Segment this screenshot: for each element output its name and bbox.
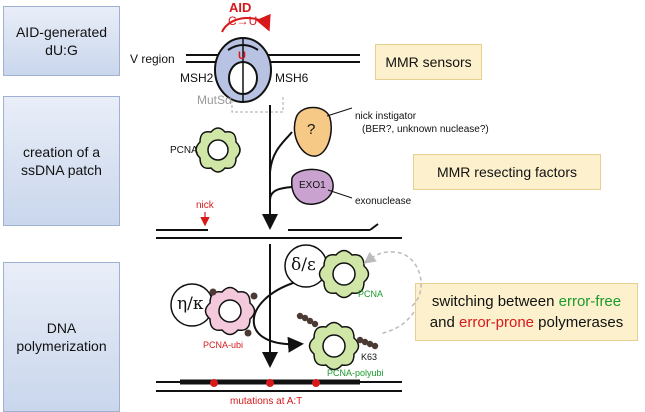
v-region-dna [186, 54, 360, 63]
aid-arrow [221, 13, 271, 33]
pcna-green-label: PCNA [358, 289, 384, 299]
aid-label: AID [229, 0, 252, 15]
mutsa-connector [231, 96, 284, 113]
pcna-polyubi-ring [296, 312, 379, 371]
exo-branch [269, 186, 293, 201]
switching-line-2: and error-prone polymerases [430, 312, 623, 333]
instigator-branch [269, 131, 293, 173]
mutsa-clamp [214, 37, 272, 103]
switching-text-and: and [429, 314, 459, 331]
switch-arrow-lower [379, 311, 415, 335]
nicked-dna [156, 212, 402, 239]
pcna-ubi-ring [204, 286, 258, 337]
error-free-text: error-free [558, 293, 622, 310]
stage-ssdna-patch: creation of a ssDNA patch [3, 96, 120, 226]
pcna-ring-1 [195, 127, 241, 173]
mutation-marker [312, 379, 320, 387]
eta-kappa-label: η/κ [177, 294, 204, 314]
mutsa-label: MutSα [197, 93, 232, 107]
mutation-marker [210, 379, 218, 387]
mutated-dna [156, 379, 402, 392]
switch-arrow-upper [363, 251, 422, 307]
question-mark: ? [307, 121, 316, 138]
stage-dna-polymerization: DNA polymerization [3, 262, 120, 412]
mmr-resecting-box: MMR resecting factors [413, 154, 601, 190]
mutations-label: mutations at A:T [230, 396, 303, 407]
switching-line-1: switching between error-free [432, 291, 621, 312]
pcna-polyubi-label: PCNA-polyubi [327, 368, 384, 378]
exonuclease-label: exonuclease [355, 196, 412, 207]
pcna-ring-2 [318, 249, 370, 299]
exo1-label: EXO1 [299, 180, 326, 191]
msh6-label: MSH6 [275, 71, 309, 85]
v-region-label: V region [130, 52, 175, 66]
error-prone-text: error-prone [458, 314, 535, 331]
nick-instigator-detail: (BER?, unknown nuclease?) [362, 124, 489, 135]
pcna-ubi-label: PCNA-ubi [203, 340, 244, 350]
exo1-blob [291, 168, 353, 205]
delta-epsilon-label: δ/ε [291, 255, 316, 275]
nick-label: nick [196, 200, 214, 211]
polymerases-text: polymerases [534, 314, 624, 331]
uracil-label: U [238, 50, 246, 62]
switch-curve-arrow [252, 281, 304, 353]
pcna-label: PCNA [170, 145, 198, 156]
nick-instigator-label: nick instigator [355, 111, 417, 122]
switching-box: switching between error-free and error-p… [415, 283, 638, 341]
stage-aid-generated: AID-generated dU:G [3, 6, 120, 76]
nick-instigator-blob [293, 106, 353, 157]
msh2-label: MSH2 [180, 71, 214, 85]
k63-label: K63 [361, 352, 378, 362]
switching-text: switching between [431, 293, 559, 310]
mmr-sensors-box: MMR sensors [375, 44, 482, 80]
aid-reaction-label: C→U [228, 14, 258, 28]
mutation-marker [266, 379, 274, 387]
